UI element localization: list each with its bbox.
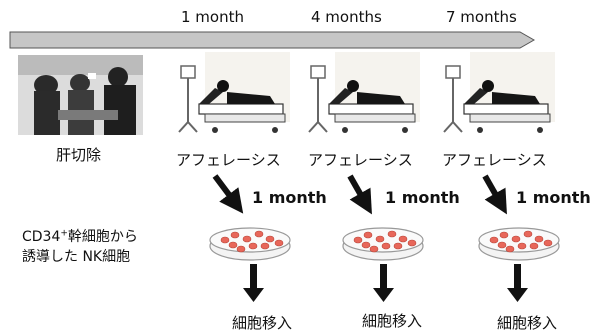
culture-duration-1: 1 month [252, 188, 327, 207]
apheresis-image-2 [308, 52, 420, 133]
apheresis-label-1: アフェレーシス [176, 151, 281, 169]
culture-duration-2: 1 month [385, 188, 460, 207]
timeline-arrow [9, 31, 536, 49]
surgery-image [18, 55, 143, 135]
diagonal-arrows [212, 174, 507, 215]
timeline-label-1: 1 month [181, 8, 244, 26]
apheresis-image-1 [178, 52, 290, 133]
timeline-label-2: 4 months [311, 8, 382, 26]
culture-duration-3: 1 month [516, 188, 591, 207]
diagonal-arrow-3 [482, 174, 507, 215]
down-arrow-1 [243, 264, 264, 302]
transplant-label-2: 細胞移入 [362, 312, 423, 330]
petri-dish-2 [342, 227, 424, 261]
apheresis-label-2: アフェレーシス [308, 151, 413, 169]
apheresis-image-3 [443, 52, 555, 133]
petri-dish-3 [478, 227, 560, 261]
apheresis-label-3: アフェレーシス [442, 151, 547, 169]
cell-description-line1: CD34+幹細胞から [22, 228, 138, 245]
diagonal-arrow-1 [212, 174, 244, 214]
timeline-label-3: 7 months [446, 8, 517, 26]
cell-description-line2: 誘導した NK細胞 [22, 249, 131, 265]
diagonal-arrow-2 [347, 174, 372, 215]
petri-dish-1 [209, 227, 291, 261]
surgery-label: 肝切除 [56, 146, 102, 164]
down-arrow-3 [507, 264, 528, 302]
down-arrow-2 [373, 264, 394, 302]
transplant-label-3: 細胞移入 [497, 314, 558, 332]
transplant-label-1: 細胞移入 [232, 314, 293, 332]
down-arrows [243, 264, 528, 302]
